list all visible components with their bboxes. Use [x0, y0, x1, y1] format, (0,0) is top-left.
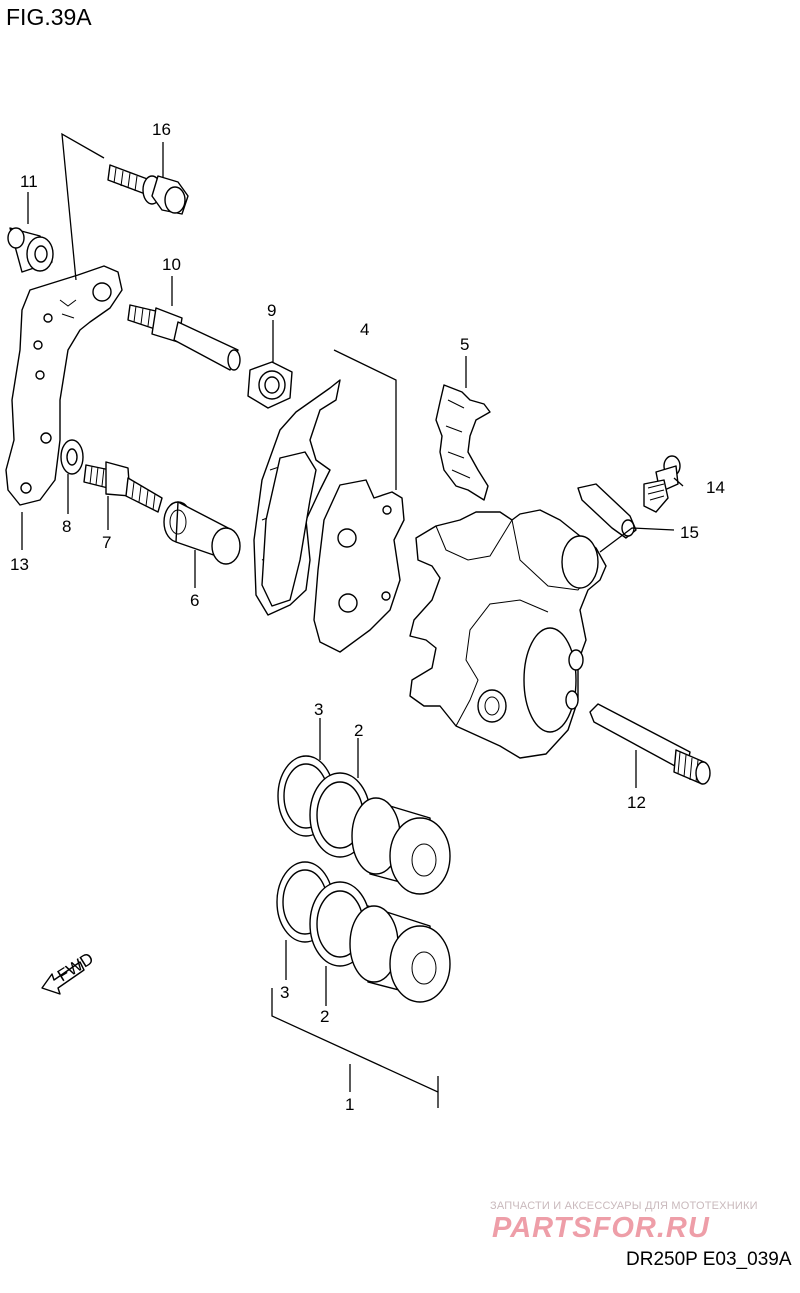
fwd-label: FWD: [54, 949, 97, 986]
part-6-pin: [163, 501, 241, 565]
fwd-arrow-icon: FWD: [41, 949, 97, 995]
callout-2b: 2: [320, 1007, 329, 1026]
watermark-caption: ЗАПЧАСТИ И АКСЕССУАРЫ ДЛЯ МОТОТЕХНИКИ: [490, 1200, 758, 1212]
figure-title: FIG.39A: [6, 4, 92, 30]
leader-lines: [21, 132, 684, 1108]
callout-10: 10: [162, 255, 181, 274]
callout-2a: 2: [354, 721, 363, 740]
callout-3a: 3: [314, 700, 323, 719]
caliper-body: [409, 509, 607, 759]
part-15-cap: [577, 483, 637, 539]
callout-3b: 3: [280, 983, 289, 1002]
part-11-sleeve: [7, 227, 54, 273]
callout-12: 12: [627, 793, 646, 812]
callout-5: 5: [460, 335, 469, 354]
callout-7: 7: [102, 533, 111, 552]
part-12-pin: [589, 703, 711, 785]
callout-14: 14: [706, 478, 725, 497]
part-9-nut: [247, 361, 293, 409]
part-4-pads: [253, 349, 405, 653]
callout-labels: 16 11 10 9 4 5 14 15 8 7 13 6 3 2 12 3 2…: [10, 120, 725, 1114]
piston-set-upper: [277, 755, 451, 895]
part-16-bolt: [107, 164, 189, 215]
callout-6: 6: [190, 591, 199, 610]
part-8-washer: [60, 439, 84, 475]
figure-code: DR250P E03_039A: [626, 1249, 792, 1270]
part-14-bleeder: [643, 455, 681, 513]
part-10-pin: [127, 304, 241, 371]
callout-16: 16: [152, 120, 171, 139]
callout-13: 13: [10, 555, 29, 574]
part-7-bolt: [83, 461, 163, 513]
piston-set-lower: [276, 861, 451, 1003]
callout-1: 1: [345, 1095, 354, 1114]
part-13-bracket: [5, 265, 123, 506]
callout-8: 8: [62, 517, 71, 536]
watermark-logo: PARTSFOR.RU: [492, 1212, 710, 1244]
callout-15: 15: [680, 523, 699, 542]
callout-4: 4: [360, 320, 369, 339]
part-5-spring: [435, 384, 491, 501]
callout-9: 9: [267, 301, 276, 320]
callout-11: 11: [20, 172, 38, 191]
